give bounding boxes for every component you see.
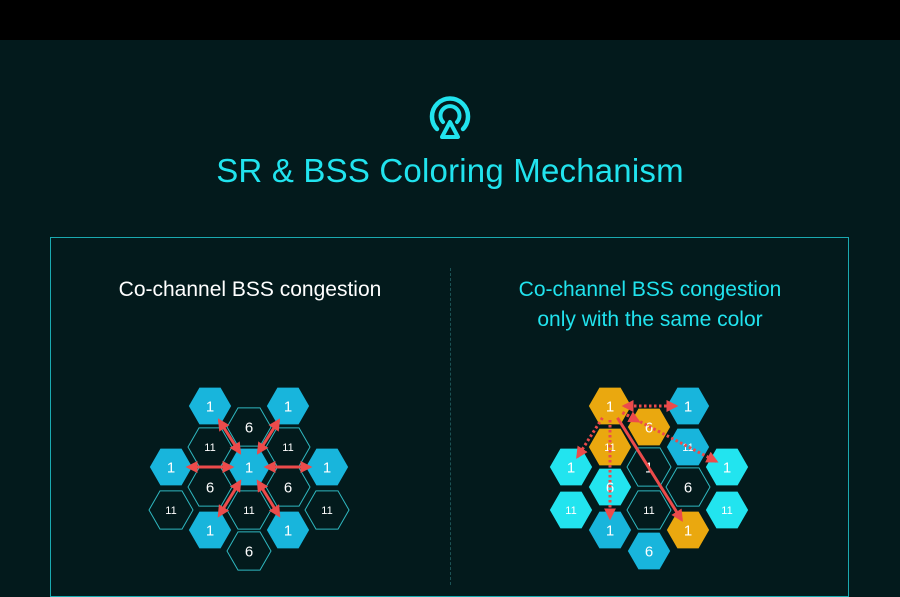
interference-arrow [256,479,281,518]
right-heading-line1: Co-channel BSS congestion [518,278,782,301]
hex-label: 1 [284,398,292,415]
hex-cell [148,447,194,487]
hex-label: 1 [684,522,692,539]
hex-label: 6 [645,543,653,560]
left-heading-text: Co-channel BSS congestion [118,278,382,301]
hex-label: 1 [167,459,175,476]
interference-arrow [217,479,242,518]
hex-label: 6 [606,479,614,496]
hex-label: 11 [682,442,693,454]
hex-label: 11 [565,505,576,517]
hex-label: 1 [606,398,614,415]
hex-label: 1 [684,398,692,415]
hex-cell [587,510,633,550]
interference-arrow [616,417,683,522]
interference-arrow [256,418,281,455]
hex-label: 11 [643,505,654,517]
hex-label: 1 [206,522,214,539]
hex-label: 11 [604,442,615,454]
hex-cell [626,531,672,571]
hex-label: 11 [204,442,215,454]
interference-arrow [217,418,242,455]
hex-label: 1 [606,522,614,539]
hex-cell [548,490,594,530]
hex-label: 11 [243,505,254,517]
hex-cell [665,467,711,507]
hex-label: 6 [206,479,214,496]
right-heading-line2: only with the same color [537,308,763,331]
hex-label: 11 [165,505,176,517]
hex-label: 1 [245,459,253,476]
hex-cell [704,490,750,530]
hex-label: 1 [284,522,292,539]
left-heading: Co-channel BSS congestion [50,275,450,305]
hex-cell [265,386,311,426]
hex-cell [626,490,672,530]
hex-label: 6 [284,479,292,496]
hex-label: 6 [684,479,692,496]
hex-label: 6 [245,543,253,560]
hex-label: 11 [282,442,293,454]
hex-cell [265,510,311,550]
page-title: SR & BSS Coloring Mechanism [216,152,684,189]
hex-cell [148,490,194,530]
interference-arrow [621,411,641,423]
hex-label: 1 [323,459,331,476]
panel-divider [450,268,451,585]
hex-label: 6 [245,419,253,436]
hex-cell [665,427,711,467]
hex-cell [304,490,350,530]
hex-label: 11 [321,505,332,517]
hex-label: 1 [723,459,731,476]
hex-label: 1 [567,459,575,476]
hex-label: 11 [721,505,732,517]
top-bar [0,0,900,40]
radar-signal-icon [429,96,471,139]
hex-cell [226,531,272,571]
hex-label: 1 [206,398,214,415]
right-heading: Co-channel BSS congestion only with the … [450,275,850,335]
